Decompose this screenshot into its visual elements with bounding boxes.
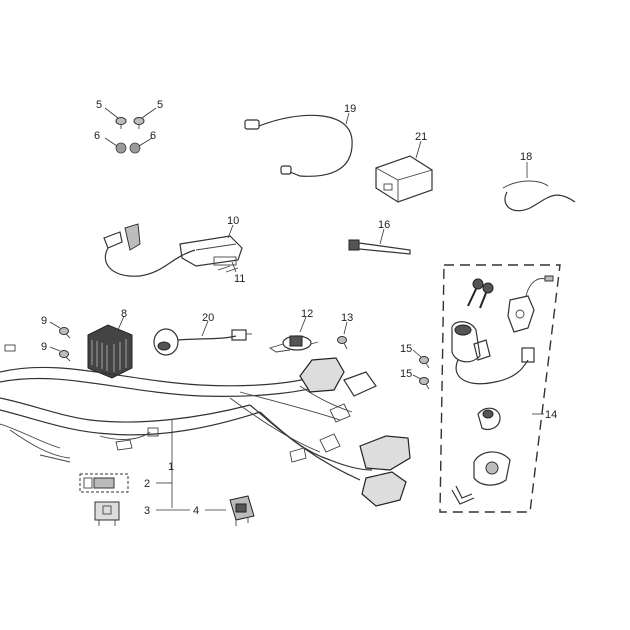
leader-19 xyxy=(345,112,350,125)
cable-tie-part-16 xyxy=(348,239,411,255)
fuse-part-3 xyxy=(94,501,120,526)
leader-21 xyxy=(415,140,422,159)
ignition-coil-part-10 xyxy=(103,223,243,277)
ignition-switch-set-part-14 xyxy=(439,264,561,513)
callout-11: 11 xyxy=(234,273,245,285)
callout-10: 10 xyxy=(227,215,239,227)
callout-2: 2 xyxy=(144,478,150,490)
lead-wire-part-19 xyxy=(244,114,353,177)
callout-3: 3 xyxy=(144,505,150,517)
callout-5-right: 5 xyxy=(157,99,163,111)
callout-6-right: 6 xyxy=(150,130,156,142)
callout-9-upper: 9 xyxy=(41,315,47,327)
callout-4: 4 xyxy=(193,505,199,517)
leader-10 xyxy=(227,224,234,239)
leader-9a xyxy=(49,321,61,329)
fuse-holder-part-2 xyxy=(79,473,129,493)
callout-15-upper: 15 xyxy=(400,343,412,355)
leader-16 xyxy=(379,228,385,245)
leader-20 xyxy=(201,320,209,337)
callout-9-lower: 9 xyxy=(41,341,47,353)
leader-9b xyxy=(49,346,61,352)
callout-21: 21 xyxy=(415,131,427,143)
leader-13 xyxy=(343,321,348,335)
cable-part-18 xyxy=(502,180,576,212)
screw-part-15-upper xyxy=(419,356,430,369)
callout-5-left: 5 xyxy=(96,99,102,111)
leader-6a xyxy=(104,137,118,147)
leader-6b xyxy=(138,137,153,147)
callout-15-lower: 15 xyxy=(400,368,412,380)
screw-part-9-lower xyxy=(59,350,71,362)
switch-part-12 xyxy=(268,335,319,353)
wiring-harness-part-1 xyxy=(0,344,411,507)
callout-18: 18 xyxy=(520,151,532,163)
callout-12: 12 xyxy=(301,308,313,320)
callout-1: 1 xyxy=(168,461,174,473)
regulator-part-8 xyxy=(87,324,133,379)
leader-15b xyxy=(412,374,422,380)
screw-part-9-upper xyxy=(59,327,71,339)
screw-part-5-right xyxy=(133,117,145,129)
screw-part-5-left xyxy=(115,117,127,129)
callout-19: 19 xyxy=(344,103,356,115)
callout-8: 8 xyxy=(121,308,127,320)
grommet-part-6-right xyxy=(129,142,141,154)
relay-part-21 xyxy=(375,155,433,203)
grommet-part-6-left xyxy=(115,142,127,154)
leader-12 xyxy=(299,316,307,333)
callout-13: 13 xyxy=(341,312,353,324)
leader-15a xyxy=(412,349,422,358)
key-icon xyxy=(467,278,494,309)
leader-8 xyxy=(117,315,125,331)
callout-20: 20 xyxy=(202,312,214,324)
callout-16: 16 xyxy=(378,219,390,231)
leader-5a xyxy=(104,107,119,119)
leader-11 xyxy=(231,261,237,273)
callout-14: 14 xyxy=(545,409,557,421)
leader-5b xyxy=(141,107,157,119)
callout-6-left: 6 xyxy=(94,130,100,142)
relay-part-4 xyxy=(229,495,255,526)
screw-part-15-lower xyxy=(419,377,430,390)
screw-part-13 xyxy=(337,336,348,350)
sensor-part-20 xyxy=(153,328,252,356)
